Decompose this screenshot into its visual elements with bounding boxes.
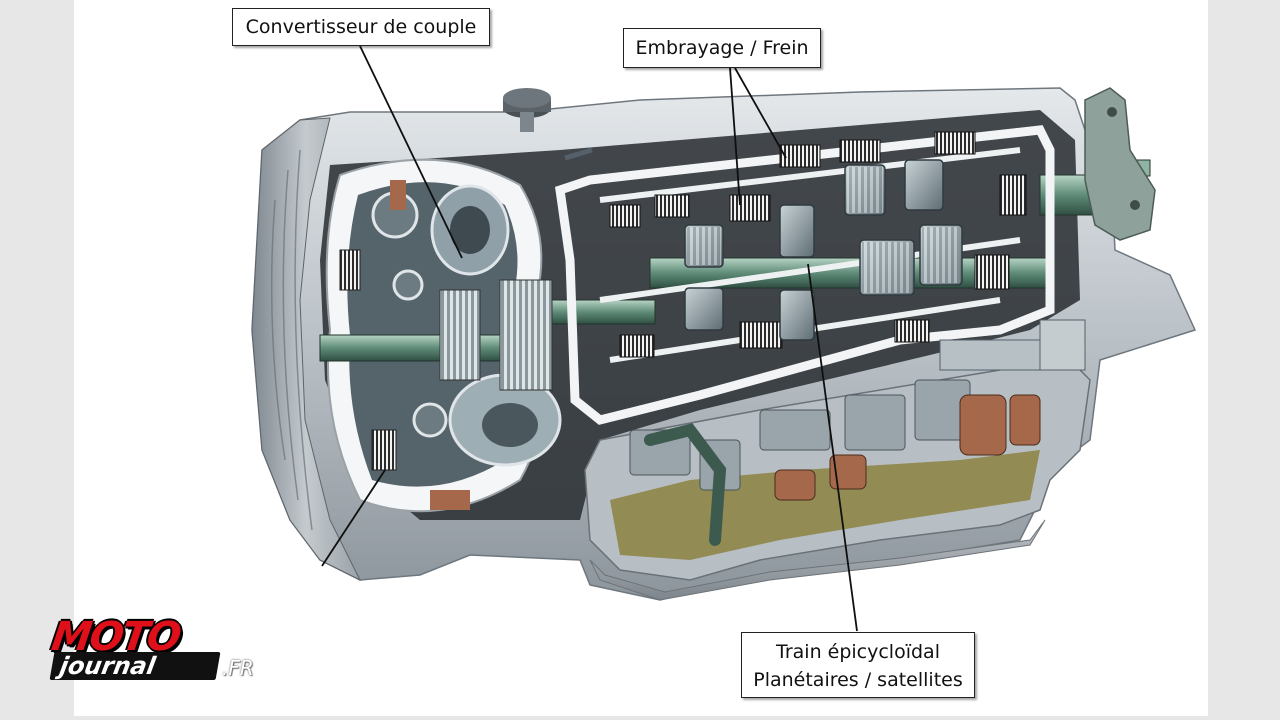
leader-line-planetary [807,263,858,632]
motojournal-logo: MOTO journal .FR [46,614,266,684]
leader-line-clutch-left [729,67,741,206]
label-planetary-line1: Train épicycloïdal [776,641,940,663]
label-clutch-brake: Embrayage / Frein [623,28,821,68]
leader-line-torque-converter [359,45,463,259]
label-planetary-gear: Train épicycloïdal Planétaires / satelli… [741,632,975,698]
label-planetary-line2: Planétaires / satellites [753,669,963,691]
label-clutch-brake-text: Embrayage / Frein [635,37,809,59]
logo-journal-text: journal [49,652,221,680]
label-torque-converter: Convertisseur de couple [232,8,490,46]
leader-line-clutch-right [734,67,787,159]
logo-domain-text: .FR [222,656,254,680]
leader-line-lockup [321,469,386,567]
label-torque-converter-text: Convertisseur de couple [245,16,477,38]
